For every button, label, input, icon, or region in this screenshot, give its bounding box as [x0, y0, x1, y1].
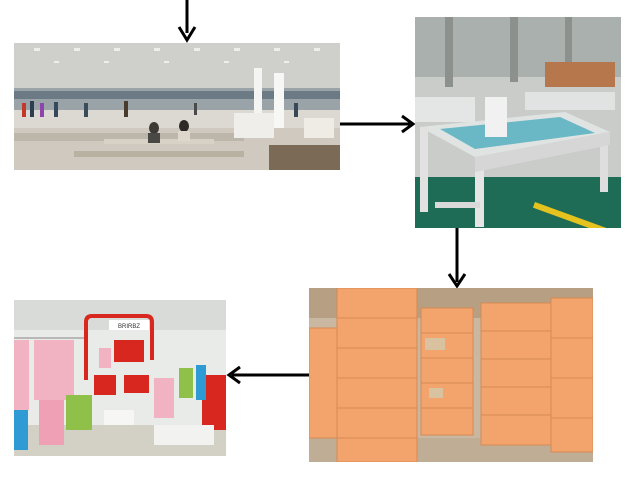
- entry-arrow-down: [177, 0, 197, 43]
- store-sign-text: BRIRBZ: [118, 324, 140, 330]
- garment-factory-photo: [14, 43, 340, 170]
- arrow-down-machine-to-bales: [447, 228, 467, 288]
- cutting-machine-photo: [415, 17, 621, 228]
- clothing-store-photo: BRIRBZ: [14, 300, 226, 456]
- arrow-left-bales-to-store: [226, 365, 310, 385]
- clothing-bales-photo: [309, 288, 593, 462]
- arrow-right-factory-to-machine: [340, 114, 416, 134]
